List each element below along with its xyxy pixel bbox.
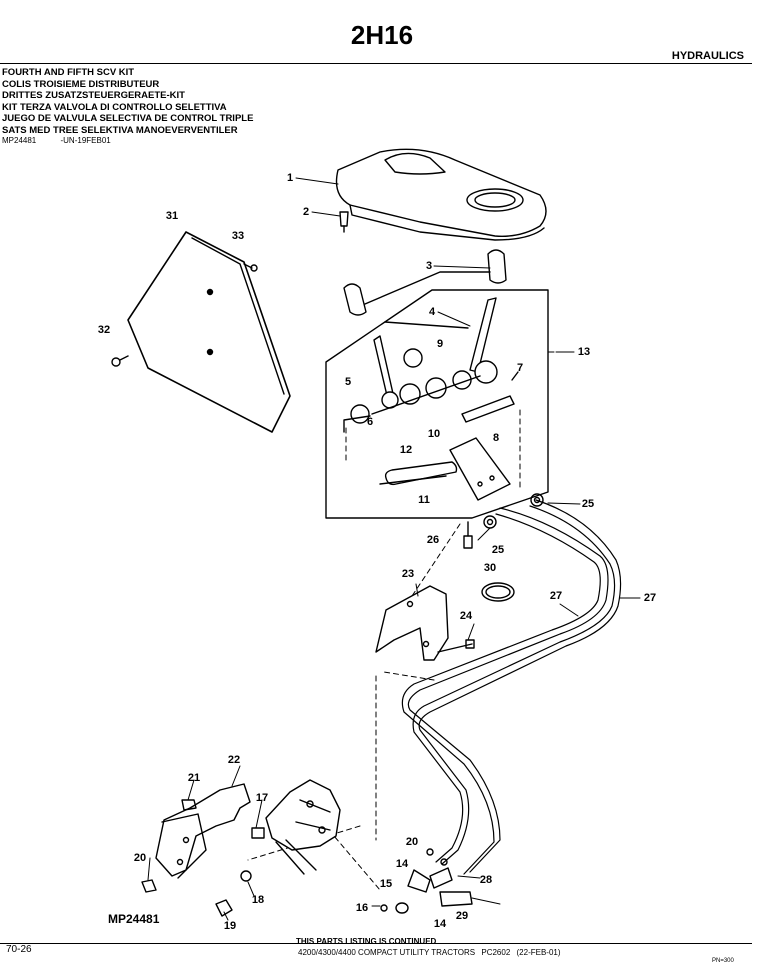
washer-25: [483, 493, 544, 529]
mounting-bracket-22: [155, 783, 251, 879]
callout-26: 26: [426, 534, 440, 546]
kit-title-fr: COLIS TROISIEME DISTRIBUTEUR: [2, 78, 160, 90]
callout-23: 23: [401, 568, 415, 580]
bracket-23: [375, 585, 449, 661]
callout-31: 31: [165, 210, 179, 222]
footer-code: PN=300: [712, 958, 734, 964]
kit-title-es: JUEGO DE VALVULA SELECTIVA DE CONTROL TR…: [2, 113, 254, 125]
fasteners-17-21: [141, 799, 265, 917]
callout-20a: 20: [133, 852, 147, 864]
callout-7: 7: [516, 362, 524, 374]
kit-titles: FOURTH AND FIFTH SCV KIT COLIS TROISIEME…: [2, 67, 253, 137]
callout-25b: 25: [491, 544, 505, 556]
bolt-24: [437, 639, 475, 653]
callout-32: 32: [97, 324, 111, 336]
callout-21: 21: [187, 772, 201, 784]
callout-2: 2: [302, 206, 310, 218]
console-cover: [335, 148, 547, 241]
footer-divider: [0, 943, 752, 944]
callout-20b: 20: [405, 836, 419, 848]
kit-title-it: KIT TERZA VALVOLA DI CONTROLLO SELETTIVA: [2, 101, 227, 113]
callout-11: 11: [418, 494, 430, 506]
callout-17: 17: [255, 792, 269, 804]
callout-8: 8: [492, 432, 500, 444]
page-number: 70-26: [6, 944, 32, 955]
callout-24: 24: [459, 610, 473, 622]
figure-id: MP24481: [108, 912, 160, 926]
footer-date: (22-FEB-01): [516, 948, 561, 957]
hoses-27: [401, 499, 622, 875]
callout-22: 22: [227, 754, 241, 766]
screw-2: [339, 211, 349, 233]
callout-10: 10: [427, 428, 441, 440]
kit-title-en: FOURTH AND FIFTH SCV KIT: [2, 67, 135, 78]
callout-19: 19: [223, 920, 237, 932]
callout-14a: 14: [395, 858, 409, 870]
bracket-box-13: [325, 289, 549, 519]
callout-33: 33: [231, 230, 245, 242]
callout-29: 29: [455, 910, 469, 922]
screw-32: [111, 355, 129, 367]
page-title: 2H16: [350, 20, 414, 50]
callout-3: 3: [425, 260, 433, 272]
callout-12: 12: [399, 444, 413, 456]
callout-5: 5: [344, 376, 352, 388]
footer-model: 4200/4300/4400 COMPACT UTILITY TRACTORS: [298, 948, 476, 957]
callout-6: 6: [366, 416, 374, 428]
shaft-bracket: [449, 371, 519, 501]
figure-reference-id: MP24481: [2, 136, 37, 145]
callout-27a: 27: [549, 590, 563, 602]
kit-title-sv: SATS MED TREE SELEKTIVA MANOEVERVENTILER: [2, 124, 238, 136]
footer-info: 4200/4300/4400 COMPACT UTILITY TRACTORS …: [298, 948, 565, 957]
callout-13: 13: [577, 346, 591, 358]
continued-notice: THIS PARTS LISTING IS CONTINUED: [296, 937, 437, 946]
header-divider: [0, 63, 752, 64]
figure-reference-code: -UN-19FEB01: [60, 136, 111, 145]
ring-30: [481, 582, 515, 602]
callout-14b: 14: [433, 918, 447, 930]
callout-4: 4: [428, 306, 436, 318]
callout-30: 30: [483, 562, 497, 574]
callout-18: 18: [251, 894, 265, 906]
kit-title-de: DRITTES ZUSATZSTEUERGERAETE-KIT: [2, 90, 185, 102]
callout-9: 9: [436, 338, 444, 350]
shaft-11-12: [379, 461, 458, 486]
callout-28: 28: [479, 874, 493, 886]
cam-assembly: [343, 348, 498, 433]
side-cover-31: [127, 231, 291, 433]
screw-33: [243, 263, 258, 272]
callout-1: 1: [286, 172, 294, 184]
fittings: [380, 848, 473, 914]
valve-linkage: [265, 779, 341, 875]
callout-25a: 25: [581, 498, 595, 510]
footer-catalog: PC2602: [481, 948, 511, 957]
callout-27b: 27: [643, 592, 657, 604]
bolt-26: [463, 521, 473, 549]
figure-reference: MP24481 -UN-19FEB01: [2, 136, 111, 145]
callout-16: 16: [355, 902, 369, 914]
callout-15: 15: [379, 878, 393, 890]
knobs-3: [343, 249, 507, 316]
leader-lines: [147, 177, 641, 921]
